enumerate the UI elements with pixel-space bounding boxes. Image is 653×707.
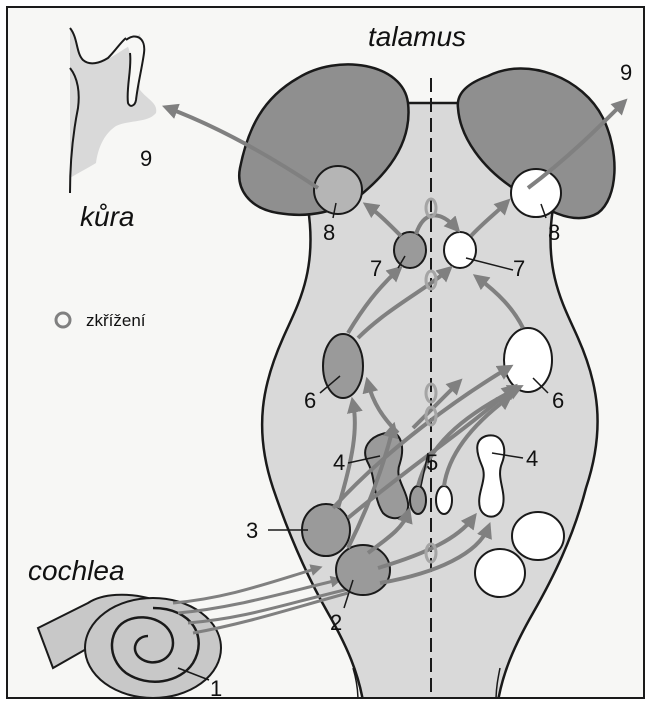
nucleus-7-left bbox=[394, 232, 426, 268]
nucleus-7-right bbox=[444, 232, 476, 268]
number-9-left: 9 bbox=[140, 146, 152, 171]
nucleus-right-lower-2 bbox=[475, 549, 525, 597]
nucleus-8-right bbox=[511, 169, 561, 217]
legend-crossing-label: zkřížení bbox=[86, 311, 146, 330]
number-8-right: 8 bbox=[548, 220, 560, 245]
nucleus-8-left bbox=[314, 166, 362, 214]
label-thalamus: talamus bbox=[368, 21, 466, 52]
number-8-left: 8 bbox=[323, 220, 335, 245]
number-5: 5 bbox=[426, 450, 438, 475]
diagram-frame: talamus kůra cochlea zkřížení 1 2 3 4 4 … bbox=[6, 6, 645, 699]
nucleus-right-lower-1 bbox=[512, 512, 564, 560]
crossing-legend-icon bbox=[56, 313, 70, 327]
label-cochlea: cochlea bbox=[28, 555, 125, 586]
nucleus-3-left bbox=[302, 504, 350, 556]
number-4-left: 4 bbox=[333, 450, 345, 475]
number-7-left: 7 bbox=[370, 256, 382, 281]
number-9-right: 9 bbox=[620, 60, 632, 85]
nucleus-2-left bbox=[336, 545, 390, 595]
nucleus-5-right bbox=[436, 486, 452, 514]
number-1: 1 bbox=[210, 676, 222, 699]
number-6-right: 6 bbox=[552, 388, 564, 413]
number-3: 3 bbox=[246, 518, 258, 543]
number-4-right: 4 bbox=[526, 446, 538, 471]
nucleus-6-left bbox=[323, 334, 363, 398]
label-cortex: kůra bbox=[80, 201, 134, 232]
number-6-left: 6 bbox=[304, 388, 316, 413]
number-2: 2 bbox=[330, 610, 342, 635]
number-7-right: 7 bbox=[513, 256, 525, 281]
auditory-pathway-diagram: talamus kůra cochlea zkřížení 1 2 3 4 4 … bbox=[8, 8, 645, 699]
nucleus-5-left bbox=[410, 486, 426, 514]
nucleus-6-right bbox=[504, 328, 552, 392]
